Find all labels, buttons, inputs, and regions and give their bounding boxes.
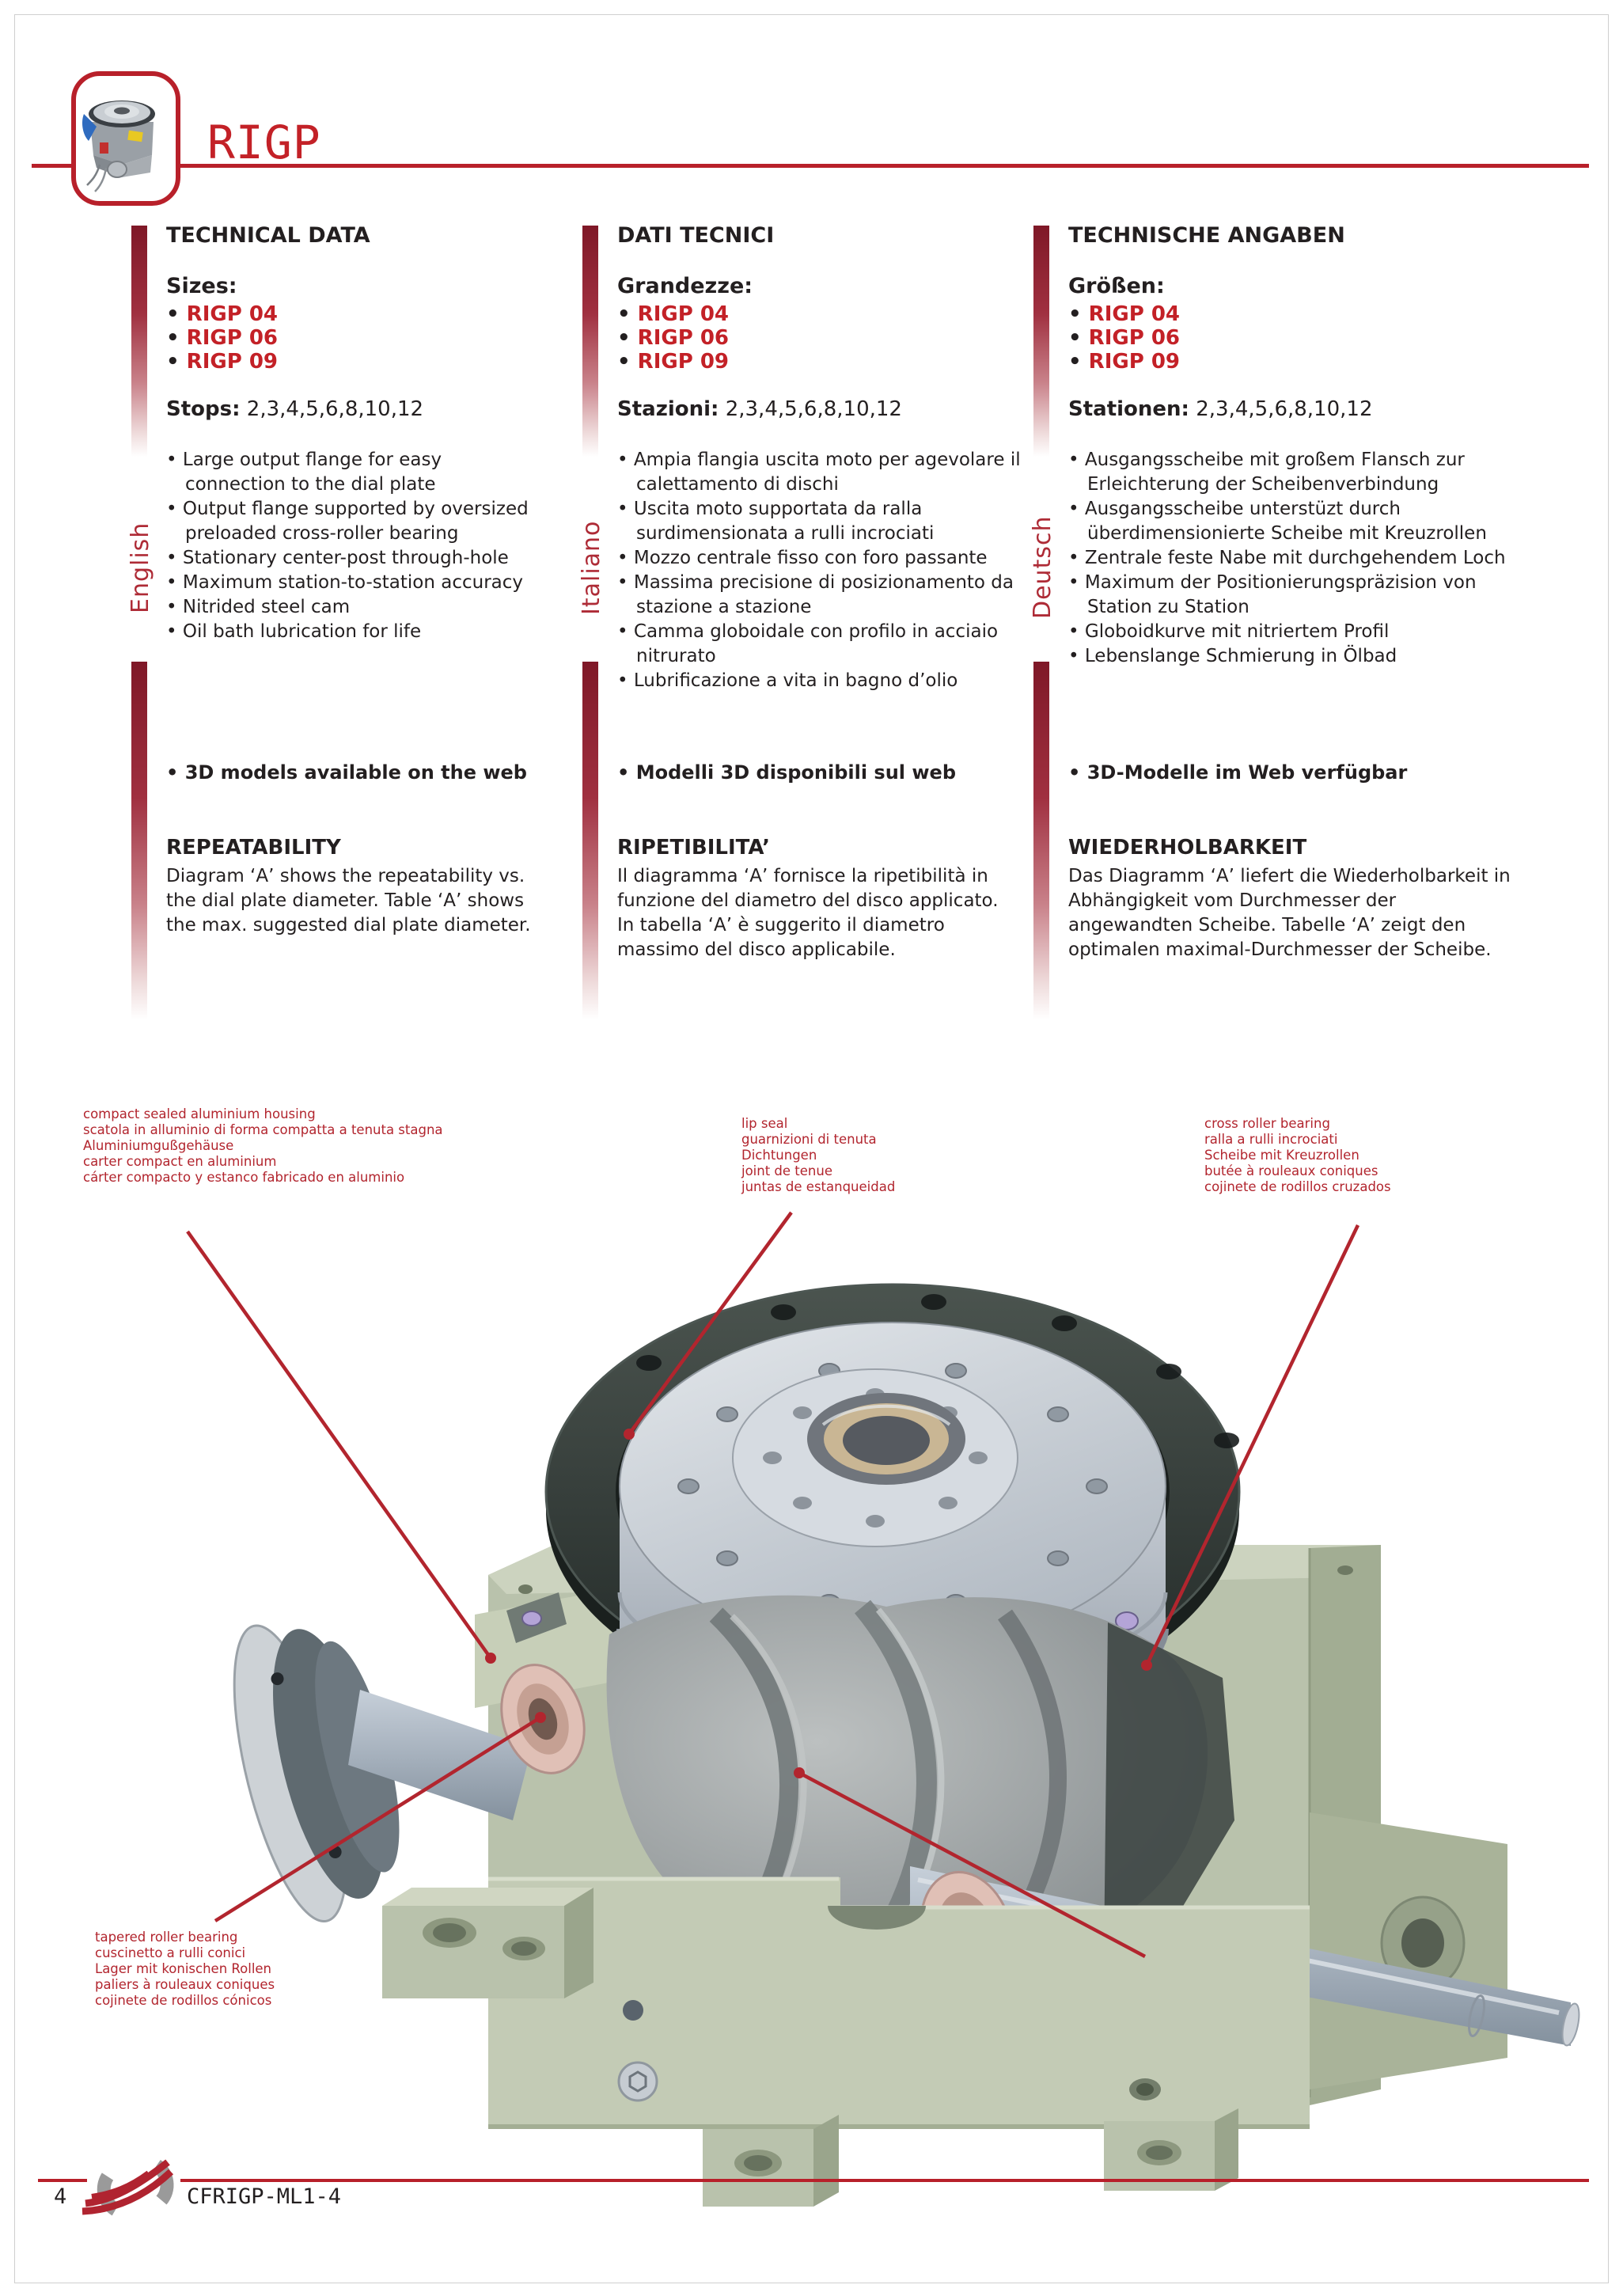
feature-item: Ampia flangia uscita moto per agevolare … [617, 448, 1029, 497]
callout-line: Dichtungen [741, 1148, 817, 1163]
feature-item: Ausgangsscheibe mit großem Flansch zur E… [1068, 448, 1511, 497]
feature-item: Stationary center-post through-hole [166, 546, 546, 571]
rail-english-bottom [131, 662, 147, 1019]
column-heading-de: TECHNISCHE ANGABEN [1068, 223, 1345, 248]
column-heading-it: DATI TECNICI [617, 223, 775, 248]
callout-tapered-roller-bearing: tapered roller bearing cuscinetto a rull… [95, 1930, 275, 2009]
feature-item: Nitrided steel cam [166, 595, 546, 620]
size-item: RIGP 04 [1068, 302, 1180, 326]
repeatability-text-it: Il diagramma ‘A’ fornisce la ripetibilit… [617, 866, 999, 960]
callout-line: Aluminiumgußgehäuse [83, 1138, 234, 1153]
callout-line: carter compact en aluminium [83, 1154, 277, 1169]
rail-deutsch-top [1033, 226, 1049, 457]
web-note-en: 3D models available on the web [166, 761, 565, 784]
feature-item: Maximum der Positionierungspräzision von… [1068, 571, 1511, 620]
callout-line: paliers à rouleaux coniques [95, 1977, 275, 1992]
sizes-label-en: Sizes: [166, 274, 237, 298]
sizes-list-en: RIGP 04 RIGP 06 RIGP 09 [166, 302, 278, 374]
feature-item: Massima precisione di posizionamento da … [617, 571, 1029, 620]
sizes-label-de: Größen: [1068, 274, 1165, 298]
callout-line: ralla a rulli incrociati [1204, 1132, 1338, 1147]
feature-item: Large output flange for easy connection … [166, 448, 546, 497]
stops-line-en: Stops: 2,3,4,5,6,8,10,12 [166, 397, 424, 421]
callout-line: guarnizioni di tenuta [741, 1132, 877, 1147]
callout-line: juntas de estanqueidad [741, 1179, 896, 1194]
stops-line-de: Stationen: 2,3,4,5,6,8,10,12 [1068, 397, 1373, 421]
features-list-de: Ausgangsscheibe mit großem Flansch zur E… [1068, 448, 1511, 669]
callout-line: tapered roller bearing [95, 1930, 238, 1945]
callout-line: scatola in alluminio di forma compatta a… [83, 1122, 443, 1137]
callout-line: Lager mit konischen Rollen [95, 1961, 272, 1976]
callout-line: cuscinetto a rulli conici [95, 1945, 246, 1960]
roller-left [521, 1611, 542, 1626]
feature-item: Ausgangsscheibe unterstüzt durch überdim… [1068, 497, 1511, 546]
repeatability-text-de: Das Diagramm ‘A’ liefert die Wiederholba… [1068, 866, 1511, 960]
repeatability-heading-en: REPEATABILITY [166, 836, 341, 860]
web-note-it: Modelli 3D disponibili sul web [617, 761, 1048, 784]
callout-line: compact sealed aluminium housing [83, 1106, 316, 1121]
callout-line: joint de tenue [741, 1163, 832, 1178]
feature-item: Uscita moto supportata da ralla surdimen… [617, 497, 1029, 546]
feature-item: Output flange supported by oversized pre… [166, 497, 546, 546]
sizes-label-it: Grandezze: [617, 274, 753, 298]
size-item: RIGP 09 [166, 350, 278, 374]
header-rule [32, 164, 1589, 168]
repeatability-text-en: Diagram ‘A’ shows the repeatability vs. … [166, 866, 531, 935]
document-code: CFRIGP-ML1-4 [187, 2184, 342, 2209]
stops-line-it: Stazioni: 2,3,4,5,6,8,10,12 [617, 397, 902, 421]
callout-leader-lines [186, 1211, 1360, 1958]
callout-line: cárter compacto y estanco fabricado en a… [83, 1170, 405, 1185]
callout-line: cojinete de rodillos cruzados [1204, 1179, 1391, 1194]
size-item: RIGP 04 [166, 302, 278, 326]
features-list-it: Ampia flangia uscita moto per agevolare … [617, 448, 1029, 693]
callout-line: lip seal [741, 1116, 788, 1131]
page-number: 4 [54, 2184, 67, 2209]
size-item: RIGP 06 [166, 326, 278, 350]
feature-item: Lebenslange Schmierung in Ölbad [1068, 644, 1511, 669]
feature-item: Maximum station-to-station accuracy [166, 571, 546, 595]
input-shaft-left [348, 1690, 532, 1820]
feature-item: Globoidkurve mit nitriertem Profil [1068, 620, 1511, 644]
footer-rule-right [180, 2179, 1589, 2182]
page-title: RIGP [207, 116, 321, 169]
feature-item: Oil bath lubrication for life [166, 620, 546, 644]
product-photo-box [71, 71, 180, 206]
size-item: RIGP 06 [617, 326, 729, 350]
size-item: RIGP 06 [1068, 326, 1180, 350]
footer-rule-left [38, 2179, 87, 2182]
page-border [14, 14, 1609, 2283]
callout-line: Scheibe mit Kreuzrollen [1204, 1148, 1359, 1163]
globoidal-cam [606, 1595, 1234, 1962]
callout-line: cross roller bearing [1204, 1116, 1330, 1131]
callout-lip-seal: lip seal guarnizioni di tenuta Dichtunge… [741, 1116, 895, 1195]
feature-item: Lubrificazione a vita in bagno d’olio [617, 669, 1029, 693]
rail-italiano-top [582, 226, 598, 457]
size-item: RIGP 09 [1068, 350, 1180, 374]
rail-deutsch-bottom [1033, 662, 1049, 1019]
repeatability-heading-de: WIEDERHOLBARKEIT [1068, 836, 1307, 860]
sizes-list-it: RIGP 04 RIGP 06 RIGP 09 [617, 302, 729, 374]
feature-item: Zentrale feste Nabe mit durchgehendem Lo… [1068, 546, 1511, 571]
rail-italiano-bottom [582, 662, 598, 1019]
product-photo [82, 101, 155, 192]
callout-line: cojinete de rodillos cónicos [95, 1993, 272, 2008]
callout-housing: compact sealed aluminium housing scatola… [83, 1106, 443, 1186]
machine-base-front [382, 1877, 1310, 2207]
brand-logo [81, 2154, 188, 2222]
feature-item: Mozzo centrale fisso con foro passante [617, 546, 1029, 571]
column-heading-en: TECHNICAL DATA [166, 223, 370, 248]
rail-english-top [131, 226, 147, 457]
callout-cross-roller-bearing: cross roller bearing ralla a rulli incro… [1204, 1116, 1391, 1195]
repeatability-heading-it: RIPETIBILITA’ [617, 836, 770, 860]
flange-bolt-holes [677, 1363, 1108, 1610]
web-note-de: 3D-Modelle im Web verfügbar [1068, 761, 1530, 784]
callout-line: butée à rouleaux coniques [1204, 1163, 1378, 1178]
size-item: RIGP 04 [617, 302, 729, 326]
features-list-en: Large output flange for easy connection … [166, 448, 546, 644]
size-item: RIGP 09 [617, 350, 729, 374]
feature-item: Camma globoidale con profilo in acciaio … [617, 620, 1029, 669]
sizes-list-de: RIGP 04 RIGP 06 RIGP 09 [1068, 302, 1180, 374]
